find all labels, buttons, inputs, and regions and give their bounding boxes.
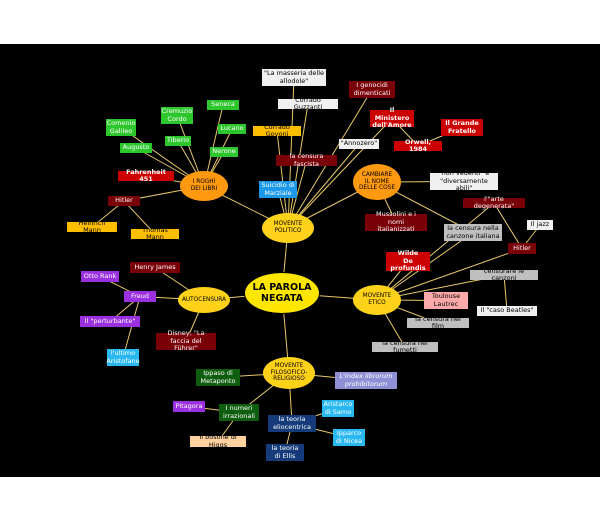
connector-8 [287, 103, 309, 229]
otto-rank-node[interactable]: Otto Rank [81, 271, 119, 282]
mind-map-canvas: LA PAROLA NEGATA MOVENTE POLITICO MOVENT… [0, 44, 600, 477]
connector-39 [493, 202, 523, 249]
toulouse-node[interactable]: Toulouse Lautrec [424, 292, 468, 309]
heinrich-mann-node[interactable]: Heinrich Mann [67, 219, 117, 234]
wilde-node[interactable]: Wilde De profundis [386, 250, 430, 272]
ministero-node[interactable]: Il Ministero dell'Amore [370, 107, 414, 129]
cambiare-node[interactable]: CAMBIARE IL NOME DELLE COSE [353, 164, 401, 200]
non-vedenti-node[interactable]: "non vedenti" e "diversamente abili" [430, 170, 498, 192]
freud-node[interactable]: Freud [124, 291, 156, 302]
teoria-ellis-node[interactable]: la teoria di Ellis [266, 444, 304, 461]
pitagora-node[interactable]: Pitagora [173, 401, 205, 412]
ultimo-aristofane-node[interactable]: l'ultimo Aristofane [106, 349, 140, 366]
higgs-node[interactable]: Il bosone di Higgs [190, 433, 246, 448]
grande-fratello-node[interactable]: Il Grande Fratello [441, 119, 483, 136]
annozero-node[interactable]: "Annozero" [339, 139, 379, 149]
masseria-node[interactable]: "La masseria delle allodole" [262, 69, 326, 86]
cremuzio-node[interactable]: Cremuzio Cordo [161, 107, 193, 124]
movente-etico-node[interactable]: MOVENTE ETICO [353, 285, 401, 315]
canzone-italiana-node[interactable]: la censura nella canzone italiana [444, 224, 502, 241]
govoni-node[interactable]: Corrado Govoni [253, 123, 301, 138]
seneca-node[interactable]: Seneca [207, 100, 239, 110]
connector-9 [287, 118, 393, 229]
censurare-canzoni-node[interactable]: censurare le canzoni [470, 267, 538, 282]
beatles-node[interactable]: Il "caso Beatles" [477, 306, 537, 316]
numeri-irrazionali-node[interactable]: I numeri irrazionali [219, 404, 259, 421]
connector-30 [376, 202, 495, 301]
connector-46 [122, 296, 141, 358]
mussolini-node[interactable]: Mussolini e i nomi italianizzati [365, 211, 427, 233]
fahrenheit-node[interactable]: Fahrenheit 451 [118, 168, 174, 183]
connector-10 [276, 130, 289, 229]
movente-filosofico-node[interactable]: MOVENTE FILOSOFICO- RELIGIOSO [263, 357, 315, 389]
movente-politico-node[interactable]: MOVENTE POLITICO [262, 213, 314, 243]
connector-40 [503, 274, 508, 312]
aristarco-node[interactable]: Aristarco di Samo [322, 400, 354, 417]
tiberio-node[interactable]: Tiberio [165, 136, 191, 146]
disney-node[interactable]: Disney, "La faccia del Führer" [156, 330, 216, 352]
censura-fumetti-node[interactable]: la censura nei fumetti [372, 339, 438, 354]
connector-31 [376, 248, 523, 301]
censura-film-node[interactable]: la censura nei film [407, 315, 469, 330]
center-node[interactable]: LA PAROLA NEGATA [244, 272, 320, 314]
guzzanti-node[interactable]: Corrado Guzzanti [278, 96, 338, 111]
comenio-node[interactable]: Comenio Galileo [106, 119, 136, 136]
thomas-mann-node[interactable]: Thomas Mann [131, 226, 179, 241]
autocensura-node[interactable]: AUTOCENSURA [178, 287, 230, 313]
ipparco-node[interactable]: Ipparco di Nicea [333, 429, 365, 446]
orwell-node[interactable]: Orwell, 1984 [394, 138, 442, 153]
censura-fascista-node[interactable]: la censura fascista [276, 152, 337, 167]
suicidio-node[interactable]: Suicidio di Marziale [259, 181, 297, 198]
teoria-eliocentrica-node[interactable]: la teoria eliocentrica [268, 415, 316, 432]
jazz-node[interactable]: Il jazz [527, 220, 553, 230]
lucano-node[interactable]: Lucano [218, 124, 246, 134]
genocidi-node[interactable]: I genocidi dimenticati [349, 81, 395, 98]
hitler-etico-node[interactable]: Hitler [508, 243, 536, 254]
augusto-node[interactable]: Augusto [120, 143, 152, 153]
ippaso-node[interactable]: Ippaso di Metaponto [196, 369, 240, 386]
arte-degenerata-node[interactable]: l'"arte degenerata" [463, 195, 525, 210]
nerone-node[interactable]: Nerone [210, 147, 238, 157]
index-node[interactable]: L'Index librorum prohibitorum [335, 372, 397, 389]
hitler-roghi-node[interactable]: Hitler [108, 196, 140, 206]
connector-29 [123, 200, 156, 235]
roghi-node[interactable]: I ROGHI DEI LIBRI [180, 171, 228, 201]
perturbante-node[interactable]: Il "perturbante" [80, 316, 140, 327]
henry-james-node[interactable]: Henry James [130, 262, 180, 273]
